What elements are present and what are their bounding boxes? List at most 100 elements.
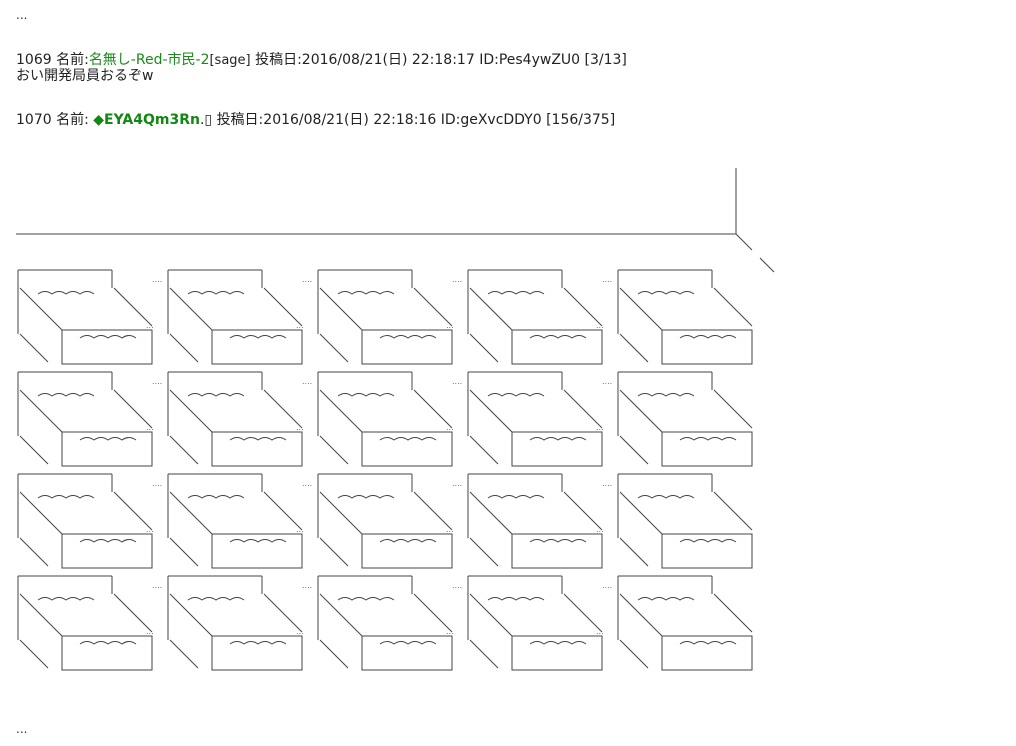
bed-front (661, 635, 753, 671)
bed-dots: ... (446, 627, 454, 636)
bed-foot-diagonal (319, 537, 349, 567)
bed-foot-diagonal (19, 435, 49, 465)
bed-pillow (37, 291, 95, 295)
bed-pillow (337, 291, 395, 295)
bed-blanket (679, 437, 737, 441)
post-date: 2016/08/21(日) 22:18:17 (301, 52, 475, 68)
bed-side-left (469, 287, 513, 331)
bed-foot-diagonal (619, 639, 649, 669)
bed-front (511, 635, 603, 671)
bed-side-left (169, 593, 213, 637)
bed-foot-diagonal (19, 537, 49, 567)
bed-pillow (487, 291, 545, 295)
bed-dots: ... (296, 525, 304, 534)
poster-name[interactable]: ◆EYA4Qm3Rn (93, 112, 200, 128)
bottom-ellipsis: ... (16, 722, 28, 736)
bed: ....... (317, 473, 462, 569)
bed-side-right (413, 389, 453, 429)
bed (617, 371, 753, 467)
bed-side-left (619, 491, 663, 535)
bed-side-left (19, 593, 63, 637)
bed-dots: ... (146, 627, 154, 636)
bed-foot-diagonal (169, 435, 199, 465)
bed-side-right (113, 593, 153, 633)
bed-front (361, 329, 453, 365)
bed-blanket (679, 641, 737, 645)
bed-side-left (319, 287, 363, 331)
bed-dots: ... (446, 423, 454, 432)
bed-dots: .... (152, 377, 162, 386)
bed-pillow (637, 291, 695, 295)
bed-side-right (263, 593, 303, 633)
bed: ....... (467, 575, 612, 671)
bed: ....... (467, 371, 612, 467)
mail-field: [sage] (209, 53, 251, 68)
bed-pillow (337, 495, 395, 499)
bed-side-left (319, 389, 363, 433)
bed-blanket (229, 539, 287, 543)
bed-front (361, 635, 453, 671)
bed: ....... (467, 269, 612, 365)
bed-pillow (37, 393, 95, 397)
bed-front (211, 431, 303, 467)
bed-side-left (469, 593, 513, 637)
bed-front (361, 533, 453, 569)
bed-dots: .... (452, 377, 462, 386)
bed-foot-diagonal (319, 435, 349, 465)
bed-side-right (263, 389, 303, 429)
bed-side-left (469, 389, 513, 433)
bed-pillow (187, 495, 245, 499)
bed-dots: ... (446, 321, 454, 330)
bed-side-left (169, 287, 213, 331)
bed-blanket (79, 437, 137, 441)
bed-side-left (19, 491, 63, 535)
bed-dots: .... (302, 377, 312, 386)
wall-diagonal (735, 233, 753, 251)
bed-dots: ... (146, 321, 154, 330)
bed-side-left (469, 491, 513, 535)
bed-side-right (413, 491, 453, 531)
wall-diagonal-2 (759, 257, 775, 273)
bed-side-left (19, 287, 63, 331)
bed-foot-diagonal (469, 435, 499, 465)
bed-foot-diagonal (319, 639, 349, 669)
bed-blanket (379, 641, 437, 645)
bed-blanket (79, 539, 137, 543)
bed-dots: .... (452, 581, 462, 590)
bed-pillow (487, 495, 545, 499)
post-id[interactable]: ID:geXvcDDY0 (440, 112, 542, 128)
bed-foot-diagonal (469, 537, 499, 567)
bed-foot-diagonal (169, 537, 199, 567)
bed-pillow (637, 393, 695, 397)
bed-pillow (337, 393, 395, 397)
bed-blanket (529, 539, 587, 543)
bed-side-right (263, 491, 303, 531)
bed-dots: ... (446, 525, 454, 534)
post-1070-header: 1070 名前: ◆EYA4Qm3Rn.▯ 投稿日:2016/08/21(日) … (16, 112, 615, 128)
bed-front (61, 329, 153, 365)
bed-pillow (487, 597, 545, 601)
bed: ....... (17, 575, 162, 671)
bed-dots: ... (146, 423, 154, 432)
bed-front (61, 533, 153, 569)
bed (617, 269, 753, 365)
bed-dots: .... (452, 275, 462, 284)
top-ellipsis: ... (16, 8, 28, 22)
bed-foot-diagonal (469, 333, 499, 363)
bed-blanket (379, 335, 437, 339)
bed-side-right (563, 389, 603, 429)
bed-dots: .... (302, 275, 312, 284)
date-label: 投稿日: (216, 112, 264, 128)
bed-pillow (187, 597, 245, 601)
bed-foot-diagonal (619, 435, 649, 465)
poster-name[interactable]: 名無し-Red-市民-2 (88, 52, 210, 68)
bed-side-left (619, 593, 663, 637)
post-date: 2016/08/21(日) 22:18:16 (263, 112, 437, 128)
bed-foot-diagonal (619, 333, 649, 363)
bed-front (61, 431, 153, 467)
post-id[interactable]: ID:Pes4ywZU0 (479, 52, 581, 68)
bed: ....... (317, 575, 462, 671)
bed-side-right (713, 491, 753, 531)
bed-dots: .... (152, 581, 162, 590)
bed-dots: ... (296, 627, 304, 636)
